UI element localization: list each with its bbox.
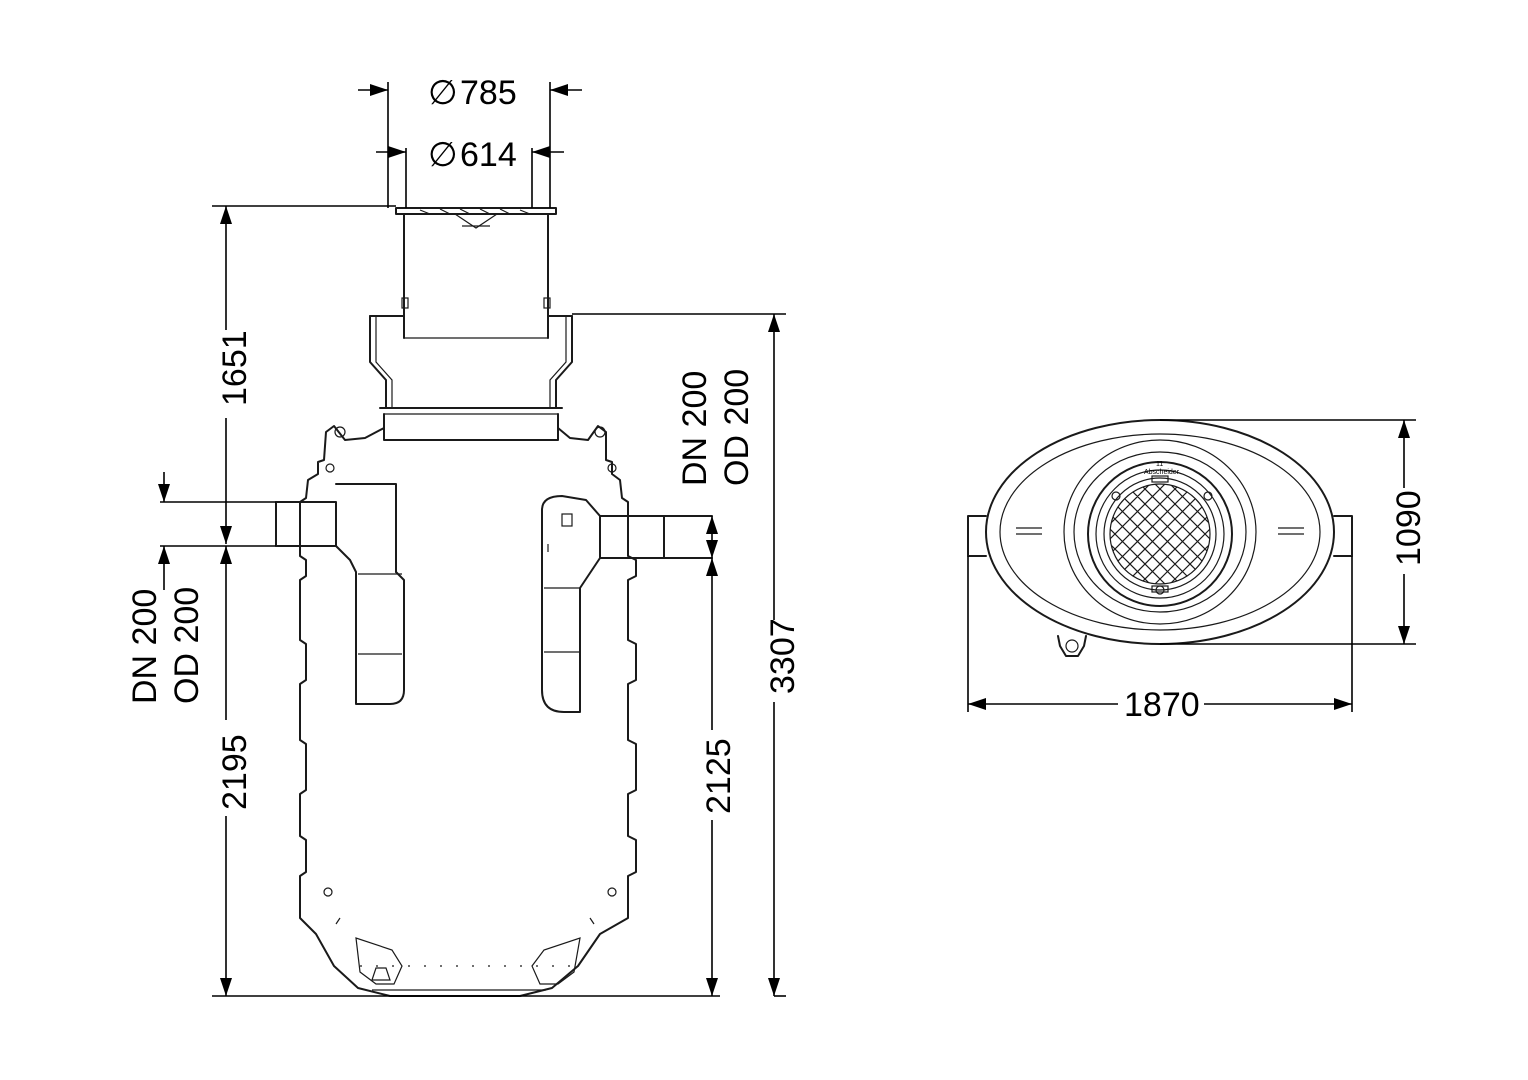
dimension-right: 3307 DN 200 OD 200 2125 — [572, 313, 802, 997]
dim-3307: 3307 — [764, 618, 802, 694]
inlet-pipe — [275, 483, 405, 705]
inlet-od-label: OD 200 — [168, 587, 206, 704]
manhole-cover: 11 Abscheider — [1087, 461, 1233, 607]
cover-text-ring: Abscheider — [1144, 469, 1180, 476]
dim-2125: 2125 — [700, 738, 738, 814]
tank-neck — [369, 315, 573, 441]
cover-text-top: 11 — [1156, 461, 1163, 468]
dim-2195: 2195 — [216, 734, 254, 810]
outlet-dn-label: DN 200 — [676, 371, 714, 486]
inlet-dn-label: DN 200 — [126, 589, 164, 704]
dim-dia-785: 785 — [460, 74, 517, 112]
tank-body — [299, 425, 637, 997]
dim-1651: 1651 — [216, 330, 254, 406]
dimension-diameters: ∅ 785 ∅ 614 — [358, 74, 582, 208]
dimension-depth: 1090 — [1160, 419, 1428, 645]
top-view: 11 Abscheider 1870 1090 — [967, 419, 1428, 724]
side-view: ∅ 785 ∅ 614 1651 DN 200 OD 200 2195 — [126, 74, 802, 997]
tank-outline-top — [985, 419, 1335, 645]
dim-1090: 1090 — [1390, 490, 1428, 566]
cover-grid-pattern — [1110, 484, 1210, 584]
top-view-outlet — [1333, 515, 1353, 557]
diameter-symbol-inner: ∅ — [428, 136, 458, 174]
top-view-inlet — [967, 515, 987, 557]
dim-1870: 1870 — [1124, 686, 1200, 724]
diameter-symbol-outer: ∅ — [428, 74, 458, 112]
dimension-left: 1651 DN 200 OD 200 2195 — [126, 205, 720, 997]
outlet-od-label: OD 200 — [718, 369, 756, 486]
lifting-eye-icon — [1057, 635, 1087, 657]
outlet-pipe — [541, 495, 713, 713]
dimension-width: 1870 — [967, 556, 1353, 724]
dim-dia-614: 614 — [460, 136, 517, 174]
shaft-extension — [395, 207, 557, 339]
